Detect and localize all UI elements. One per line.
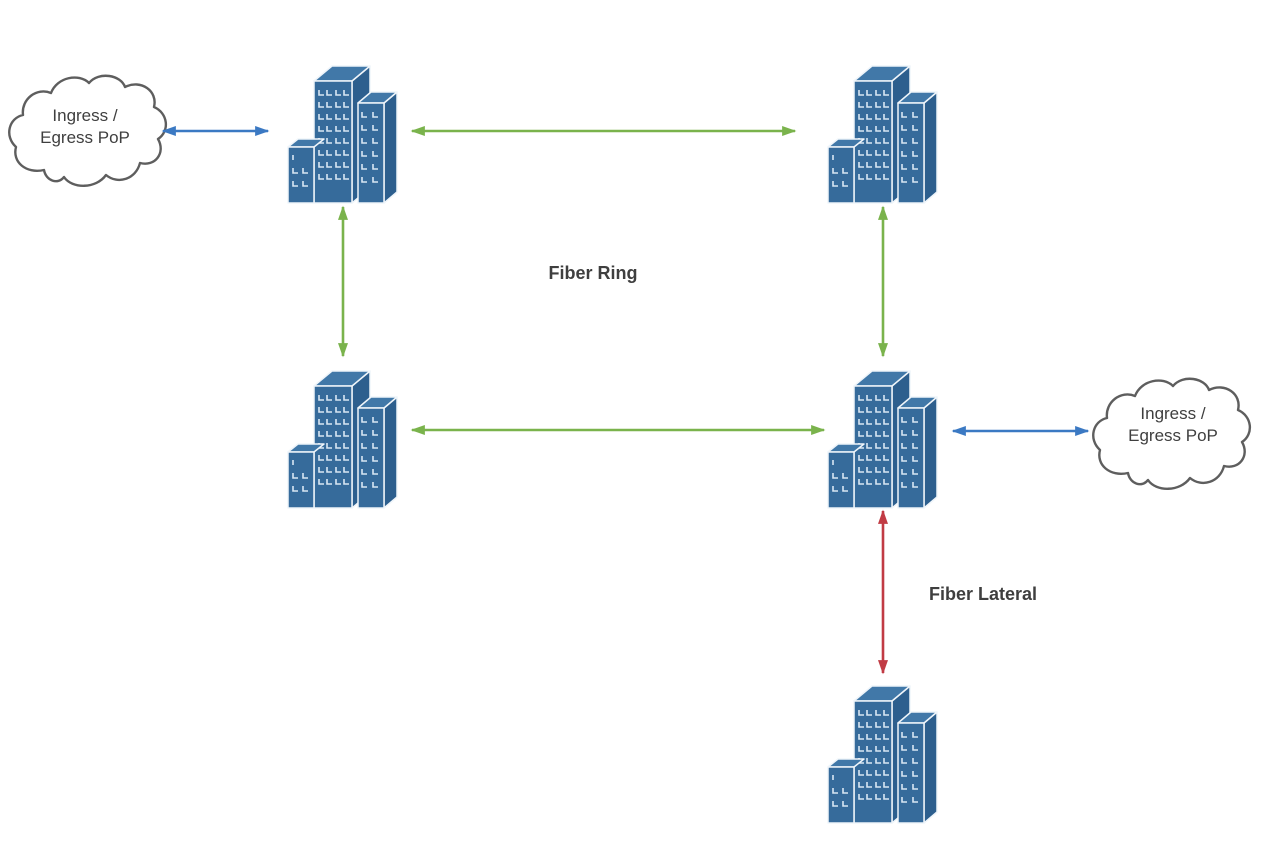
building-node-top-left	[287, 65, 398, 204]
pop-left-label-line1: Ingress /	[52, 106, 118, 125]
pop-right-label-line2: Egress PoP	[1128, 426, 1218, 445]
fiber-ring-label: Fiber Ring	[548, 263, 638, 283]
building-node-top-right	[827, 65, 938, 204]
building-node-mid-left	[287, 370, 398, 509]
fiber-lateral-label: Fiber Lateral	[928, 584, 1038, 604]
pop-right-label-line1: Ingress /	[1140, 404, 1206, 423]
building-node-bottom	[827, 685, 938, 824]
pop-right-label: Ingress / Egress PoP	[1098, 403, 1248, 447]
building-node-mid-right	[827, 370, 938, 509]
pop-left-label-line2: Egress PoP	[40, 128, 130, 147]
pop-left-label: Ingress / Egress PoP	[10, 105, 160, 149]
